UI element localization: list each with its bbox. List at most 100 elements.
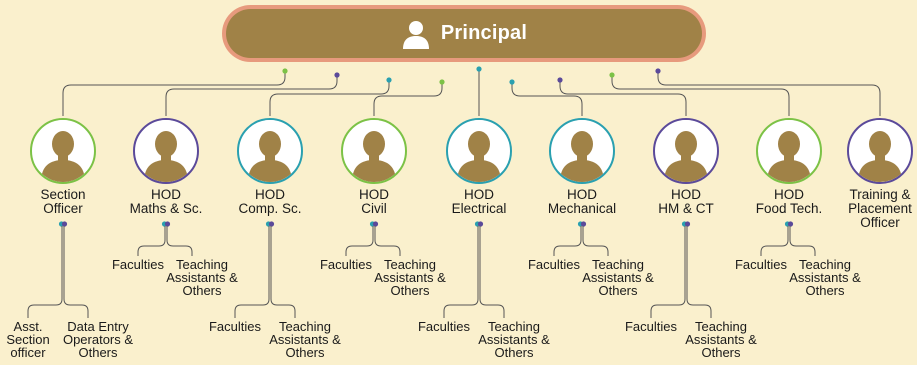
sub-unit-line: Assistants &: [685, 332, 757, 347]
node-label-line: HOD: [359, 187, 389, 202]
connector-line: [270, 226, 296, 318]
sub-unit-line: Teaching: [278, 319, 332, 334]
connector-line: [27, 226, 63, 318]
connector-dot: [386, 77, 392, 83]
node-label-line: HOD: [774, 187, 804, 202]
connector-line: [373, 82, 443, 116]
connector-line: [479, 226, 505, 318]
connector-line: [611, 75, 790, 116]
connector-dot: [477, 221, 484, 227]
node-label-line: HOD: [567, 187, 597, 202]
connector-line: [559, 80, 687, 116]
connector-dot: [476, 66, 482, 72]
sub-unit-line: Faculties: [624, 319, 678, 334]
connector-line: [443, 226, 479, 318]
avatar: [446, 118, 512, 184]
node-label-line: HM & CT: [658, 201, 714, 216]
sub-unit-line: Operators &: [62, 332, 134, 347]
sub-unit-line: Asst.: [13, 319, 43, 334]
connector-dot: [372, 221, 379, 227]
sub-unit-line: Faculties: [111, 257, 165, 272]
node-label-line: HOD: [671, 187, 701, 202]
node-label-line: Maths & Sc.: [129, 201, 203, 216]
principal-box: Principal: [222, 5, 706, 62]
sub-unit-line: Assistants &: [789, 270, 861, 285]
connector-dot: [164, 221, 171, 227]
node-label-line: Officer: [43, 201, 83, 216]
sub-unit-line: Assistants &: [582, 270, 654, 285]
sub-unit-line: Others: [78, 345, 118, 360]
sub-unit-line: Others: [285, 345, 325, 360]
avatar: [133, 118, 199, 184]
node-label-line: Comp. Sc.: [238, 201, 302, 216]
person-silhouette-icon: [144, 131, 188, 182]
sub-unit-line: Teaching: [175, 257, 229, 272]
connector-line: [582, 226, 609, 256]
sub-unit: Faculties: [509, 258, 599, 271]
connector-line: [374, 226, 401, 256]
sub-unit-line: Faculties: [319, 257, 373, 272]
sub-unit-line: Assistants &: [374, 270, 446, 285]
person-silhouette-icon: [457, 131, 501, 182]
connector-dot: [655, 68, 661, 74]
sub-unit-line: Data Entry: [67, 319, 129, 334]
node-label-line: HOD: [255, 187, 285, 202]
sub-unit: Faculties: [190, 320, 280, 333]
sub-unit-line: Faculties: [734, 257, 788, 272]
person-silhouette-icon: [248, 131, 292, 182]
node-label-line: Officer: [860, 215, 900, 230]
person-silhouette-icon: [41, 131, 85, 182]
connector-line: [789, 226, 816, 256]
sub-unit-line: Others: [390, 283, 430, 298]
connector-line: [269, 80, 390, 116]
sub-unit-line: Faculties: [527, 257, 581, 272]
connector-dot: [268, 221, 275, 227]
connector-dot: [282, 68, 288, 74]
sub-unit-line: Teaching: [487, 319, 541, 334]
sub-unit-line: Faculties: [417, 319, 471, 334]
avatar: [237, 118, 303, 184]
sub-unit-line: Others: [494, 345, 534, 360]
principal-inner: Principal: [226, 9, 702, 58]
connector-line: [62, 71, 286, 116]
sub-unit: Faculties: [301, 258, 391, 271]
connector-dot: [787, 221, 794, 227]
sub-unit-line: Faculties: [208, 319, 262, 334]
sub-unit-line: Others: [182, 283, 222, 298]
sub-unit-line: Assistants &: [166, 270, 238, 285]
person-silhouette-icon: [858, 131, 902, 182]
person-silhouette-icon: [560, 131, 604, 182]
connector-dot: [684, 221, 691, 227]
avatar: [549, 118, 615, 184]
connector-dot: [334, 72, 340, 78]
avatar: [653, 118, 719, 184]
person-silhouette-icon: [767, 131, 811, 182]
principal-title: Principal: [440, 22, 528, 44]
connector-line: [657, 71, 881, 116]
connector-line: [137, 226, 166, 256]
sub-unit-line: Assistants &: [478, 332, 550, 347]
avatar: [341, 118, 407, 184]
person-silhouette-icon: [352, 131, 396, 182]
sub-unit-line: Teaching: [694, 319, 748, 334]
connector-dot: [509, 79, 515, 85]
sub-unit-line: Others: [805, 283, 845, 298]
node-label-line: Electrical: [451, 201, 507, 216]
connector-line: [760, 226, 789, 256]
